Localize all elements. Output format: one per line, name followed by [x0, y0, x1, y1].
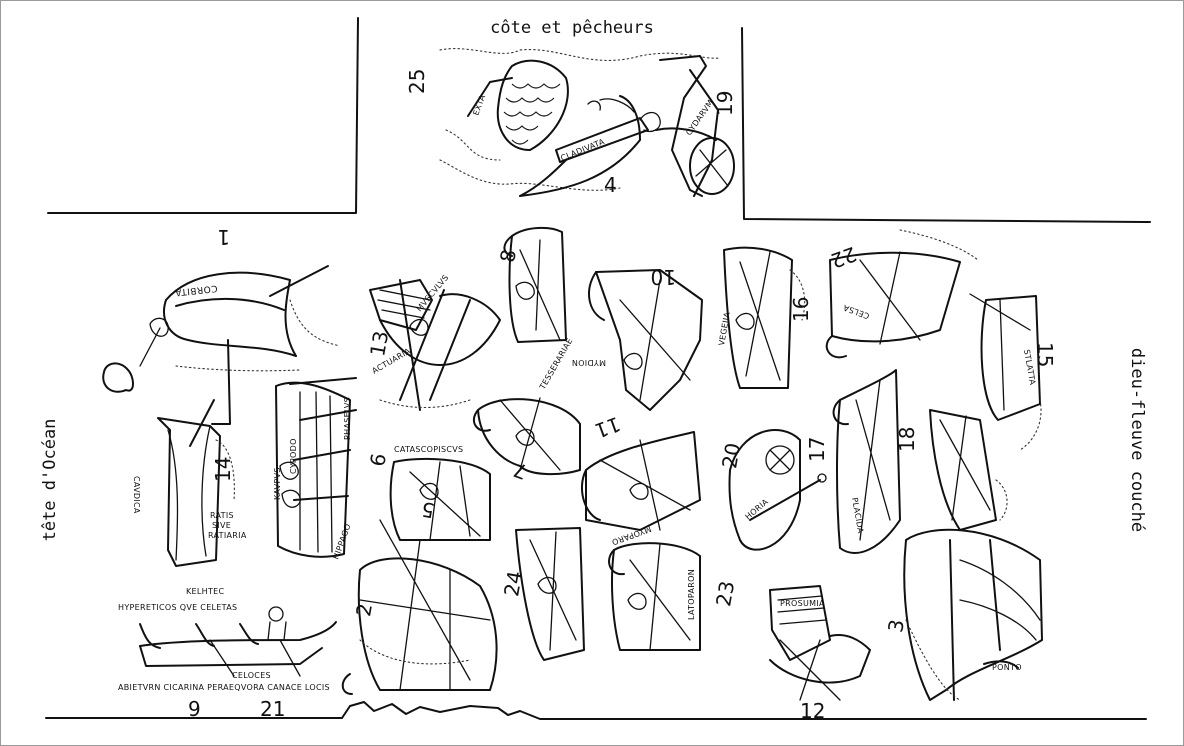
catalogue-numbers: 1 2 3 4 5 6 7 8 9 10 11 12 13 14 15 16 1…	[188, 69, 1057, 723]
label-catascopiscus: CATASCOPISCVS	[394, 445, 463, 454]
number-3: 3	[883, 618, 909, 635]
number-2: 2	[351, 602, 377, 619]
label-kaupus: KAVPVS	[273, 467, 282, 500]
label-caudica: CAVDICA	[132, 476, 141, 514]
label-ponto: PONTO	[992, 663, 1022, 672]
caption-right: dieu-fleuve couché	[1127, 348, 1147, 532]
boat-7-tesserariae: TESSERARIAE	[472, 337, 581, 476]
number-16: 16	[789, 297, 813, 322]
number-8: 8	[495, 248, 521, 265]
number-23: 23	[711, 579, 739, 608]
number-18: 18	[895, 427, 919, 452]
label-ratis-2: SIVE	[212, 521, 231, 530]
number-17: 17	[805, 437, 829, 462]
boat-11-myoparo: MYOPARO	[581, 431, 701, 547]
boat-19-cydarum: CYDARVM	[639, 55, 735, 197]
boat-24	[515, 527, 585, 661]
number-1: 1	[217, 225, 230, 249]
label-celoces: CELOCES	[232, 671, 271, 680]
label-cydarum: CYDARVM	[684, 98, 715, 137]
boat-4-cladivata: CLADIVATA	[519, 95, 649, 197]
number-10: 10	[651, 265, 676, 289]
number-7: 7	[510, 457, 530, 484]
label-horia: HORIA	[744, 497, 771, 522]
boat-17-placida: PLACIDA	[832, 369, 901, 554]
mosaic-outline	[45, 17, 1151, 720]
number-12: 12	[800, 699, 825, 723]
label-ratis-3: RATIARIA	[208, 531, 247, 540]
label-cypodo: CYPODO	[289, 438, 298, 474]
number-22: 22	[828, 242, 860, 273]
boat-23-latoparon: LATOPARON	[608, 542, 701, 651]
fish-scales-rock	[496, 59, 569, 151]
boats-9-21-celoces: KELHTEC HYPERETICOS QVE CELETAS CELOCES …	[118, 587, 337, 692]
label-hypereticos: HYPERETICOS QVE CELETAS	[118, 603, 237, 612]
number-15: 15	[1033, 342, 1057, 367]
number-6: 6	[365, 452, 391, 469]
label-prosumia: PROSUMIA	[780, 599, 825, 608]
label-phaselus: PHASELVS	[343, 397, 352, 440]
label-placida: PLACIDA	[850, 497, 865, 535]
label-ratis-1: RATIS	[210, 511, 234, 520]
caption-left: tête d'Océan	[40, 419, 60, 542]
number-25: 25	[405, 69, 429, 94]
number-20: 20	[717, 441, 745, 470]
coast-fishermen-scene: CLADIVATA CYDARVM EXTA	[439, 48, 735, 197]
boat-5-catascopiscus: CATASCOPISCVS	[389, 445, 491, 541]
boat-18	[929, 409, 1008, 531]
boat-8	[503, 226, 567, 343]
number-19: 19	[713, 91, 737, 116]
boat-1-corbita: CORBITA	[102, 265, 341, 425]
number-21: 21	[260, 697, 285, 721]
label-footer-inscription: ABIETVRN CICARINA PERAEQVORA CANACE LOCI…	[118, 683, 330, 692]
boat-6-hippago: CYPODO HIPPAGO KAVPVS PHASELVS	[273, 377, 357, 561]
label-celsa: CELSA	[842, 303, 871, 321]
number-13: 13	[365, 329, 393, 358]
label-corbita: CORBITA	[174, 283, 218, 297]
number-5: 5	[420, 497, 437, 523]
number-4: 4	[604, 173, 617, 197]
boat-15-stlatta: STLATTA	[969, 293, 1042, 451]
number-11: 11	[592, 412, 624, 443]
caption-top: côte et pêcheurs	[490, 18, 654, 38]
label-kelhtec: KELHTEC	[186, 587, 225, 596]
boat-2	[341, 519, 498, 695]
boat-10-mydion: MYDION	[572, 269, 703, 411]
boat-14-caudica: CAVDICA RATIS SIVE RATIARIA	[132, 399, 247, 567]
boat-3-ponto: PONTO	[903, 528, 1043, 701]
boat-12-prosumia: PROSUMIA	[769, 585, 871, 701]
number-14: 14	[211, 457, 235, 482]
number-9: 9	[188, 697, 201, 721]
label-tesserariae: TESSERARIAE	[537, 337, 574, 392]
number-24: 24	[499, 569, 527, 598]
label-latoparon: LATOPARON	[687, 569, 696, 620]
label-mydion: MYDION	[572, 358, 606, 367]
